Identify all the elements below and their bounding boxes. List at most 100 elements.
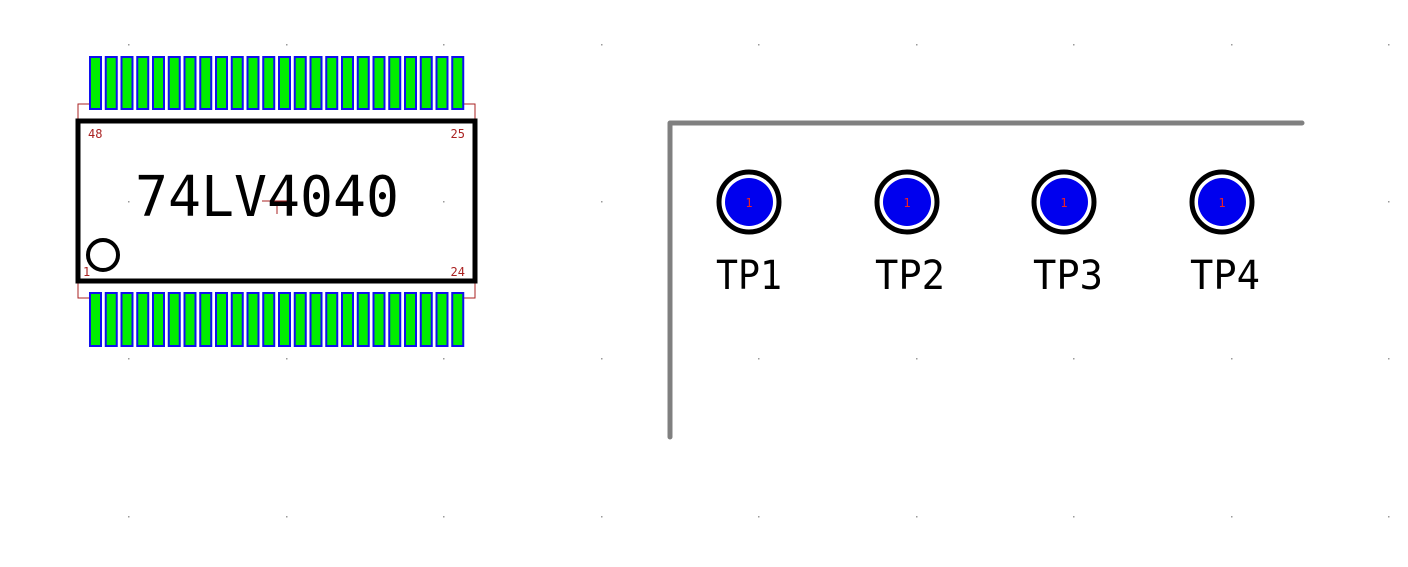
ic-pad[interactable]: [419, 292, 433, 347]
grid-dot: [443, 201, 445, 203]
ic-pad[interactable]: [152, 292, 165, 347]
ic-pad[interactable]: [167, 56, 181, 110]
ic-pad[interactable]: [246, 292, 260, 347]
pin-label-bottom-right: 24: [451, 265, 465, 279]
grid-dot: [1073, 516, 1075, 518]
ic-pad[interactable]: [356, 292, 370, 347]
grid-dot: [128, 358, 130, 360]
ic-pad[interactable]: [230, 292, 244, 347]
test-point-ring: [716, 169, 782, 235]
ic-pad[interactable]: [325, 56, 339, 110]
ic-pad[interactable]: [120, 56, 134, 110]
ic-footprint[interactable]: 74LV4040 48 25 1 24: [75, 56, 478, 347]
ic-bottom-pad-row: [89, 292, 465, 347]
test-point-label: TP3: [1033, 253, 1103, 299]
grid-dot: [916, 44, 918, 46]
grid-dot: [286, 358, 288, 360]
grid-dot: [601, 516, 603, 518]
grid-dot: [128, 201, 130, 203]
test-point-ring: [1189, 169, 1255, 235]
ic-pad[interactable]: [356, 56, 370, 110]
ic-pad[interactable]: [388, 56, 402, 110]
grid-dot: [1231, 44, 1233, 46]
ic-pad[interactable]: [435, 292, 449, 347]
ic-pad[interactable]: [215, 292, 228, 347]
ic-pad[interactable]: [136, 56, 150, 110]
test-point-tp1[interactable]: 1 TP1: [716, 169, 782, 299]
ic-pad[interactable]: [309, 56, 323, 110]
ic-pad[interactable]: [199, 292, 213, 347]
test-point-ring: [874, 169, 940, 235]
ic-courtyard: [77, 103, 476, 299]
ic-top-pad-row: [89, 56, 465, 110]
grid-dot: [443, 358, 445, 360]
test-point-pad: [725, 178, 773, 226]
ic-pad[interactable]: [372, 292, 386, 347]
ic-pad[interactable]: [451, 292, 465, 347]
ic-pad[interactable]: [230, 56, 244, 110]
grid-dot: [286, 44, 288, 46]
ic-pad[interactable]: [451, 56, 465, 110]
test-point-tp2[interactable]: 1 TP2: [874, 169, 945, 299]
ic-pad[interactable]: [435, 56, 449, 110]
pin-label-bottom-left: 1: [83, 265, 90, 279]
grid-dot: [1388, 201, 1390, 203]
ic-pad[interactable]: [246, 56, 260, 110]
grid-dot: [1388, 44, 1390, 46]
test-point-pad-number: 1: [1060, 196, 1067, 210]
ic-pad[interactable]: [89, 56, 102, 110]
ic-pad[interactable]: [262, 292, 276, 347]
ic-pad[interactable]: [404, 292, 417, 347]
board-edge-outline[interactable]: [667, 120, 1305, 440]
grid-dot: [1073, 44, 1075, 46]
ic-pad[interactable]: [104, 292, 118, 347]
ic-pad[interactable]: [278, 56, 291, 110]
ic-pad[interactable]: [215, 56, 228, 110]
ic-pad[interactable]: [152, 56, 165, 110]
test-point-pad-number: 1: [745, 196, 752, 210]
ic-pad[interactable]: [262, 56, 276, 110]
grid-dot: [128, 44, 130, 46]
ic-pad[interactable]: [309, 292, 323, 347]
ic-pad[interactable]: [199, 56, 213, 110]
ic-pad[interactable]: [120, 292, 134, 347]
grid-dot: [1231, 358, 1233, 360]
ic-pad[interactable]: [293, 56, 307, 110]
grid-dot: [916, 358, 918, 360]
test-point-pad-number: 1: [903, 196, 910, 210]
test-point-pad: [883, 178, 931, 226]
test-point-label: TP4: [1190, 253, 1260, 299]
ic-pad[interactable]: [341, 56, 354, 110]
courtyard-mark: [464, 281, 476, 299]
ic-pad[interactable]: [388, 292, 402, 347]
grid-dot: [1388, 516, 1390, 518]
grid-dot: [758, 358, 760, 360]
ic-pad[interactable]: [104, 56, 118, 110]
ic-pad[interactable]: [278, 292, 291, 347]
ic-pad[interactable]: [183, 292, 197, 347]
grid-dot: [601, 44, 603, 46]
ic-pad[interactable]: [372, 56, 386, 110]
ic-pad[interactable]: [419, 56, 433, 110]
test-point-pad: [1040, 178, 1088, 226]
ic-pad[interactable]: [293, 292, 307, 347]
ic-pad[interactable]: [341, 292, 354, 347]
grid-dot: [601, 201, 603, 203]
test-point-tp3[interactable]: 1 TP3: [1031, 169, 1103, 299]
ic-pad[interactable]: [136, 292, 150, 347]
ic-pad[interactable]: [167, 292, 181, 347]
test-point-label: TP1: [716, 253, 782, 299]
ic-pad[interactable]: [89, 292, 102, 347]
grid-dot: [916, 516, 918, 518]
ic-body-outline[interactable]: [75, 118, 478, 284]
courtyard-mark: [77, 281, 89, 299]
ic-pad[interactable]: [325, 292, 339, 347]
test-point-pad: [1198, 178, 1246, 226]
ic-pad[interactable]: [404, 56, 417, 110]
ic-pad[interactable]: [183, 56, 197, 110]
test-point-ring: [1031, 169, 1097, 235]
test-point-tp4[interactable]: 1 TP4: [1189, 169, 1260, 299]
grid-dot: [128, 516, 130, 518]
pin1-marker-circle: [86, 238, 120, 272]
